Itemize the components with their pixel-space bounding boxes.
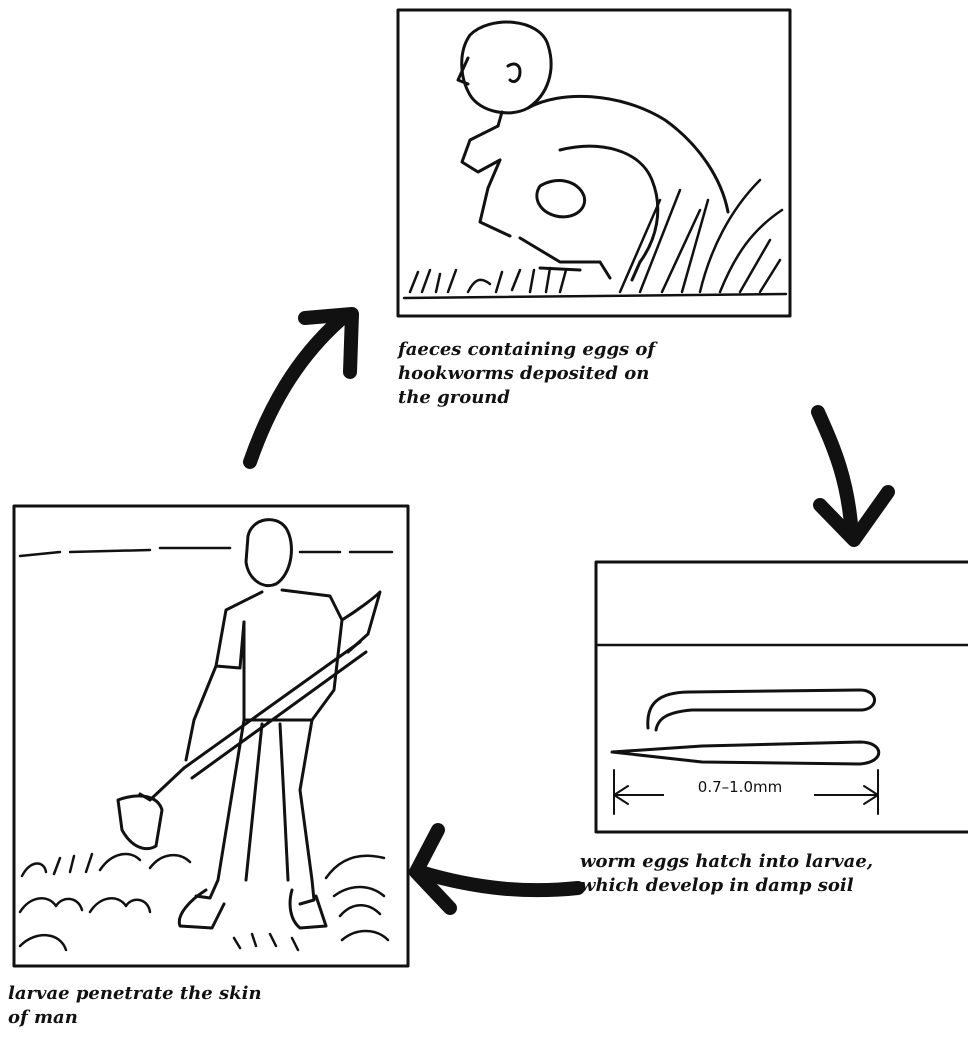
grass-tufts — [404, 180, 786, 298]
horizon-line — [20, 548, 392, 556]
caption-line: of man — [8, 1006, 262, 1030]
caption-line: the ground — [398, 386, 655, 410]
ground-plants — [20, 854, 388, 950]
man-with-hoe-illustration — [118, 520, 380, 928]
caption-larvae-hatch: worm eggs hatch into larvae, which devel… — [580, 850, 873, 898]
cycle-arrow-up — [250, 314, 352, 462]
caption-line: larvae penetrate the skin — [8, 982, 262, 1006]
caption-faeces-deposit: faeces containing eggs of hookworms depo… — [398, 338, 655, 410]
caption-line: worm eggs hatch into larvae, — [580, 850, 873, 874]
larva-straight — [612, 742, 879, 764]
caption-line: hookworms deposited on — [398, 362, 655, 386]
caption-line: which develop in damp soil — [580, 874, 873, 898]
larva-curved — [648, 690, 875, 730]
scale-bar-label: 0.7–1.0mm — [698, 778, 782, 796]
panel-faeces-deposit — [398, 10, 790, 316]
caption-line: faeces containing eggs of — [398, 338, 655, 362]
cycle-arrow-left — [416, 830, 578, 908]
squatting-man-illustration — [458, 22, 728, 280]
panel-skin-penetration — [14, 506, 408, 966]
caption-skin-penetration: larvae penetrate the skin of man — [8, 982, 262, 1030]
cycle-arrow-down — [818, 412, 888, 540]
